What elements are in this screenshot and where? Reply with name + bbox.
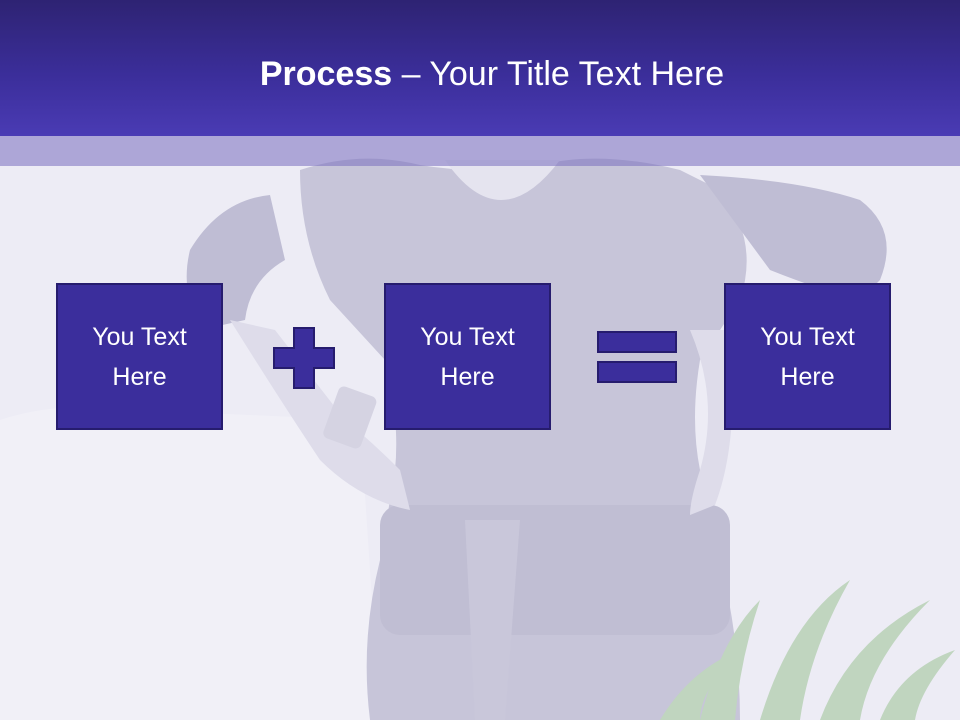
plus-icon xyxy=(273,327,335,389)
process-box-3-text: You Text Here xyxy=(760,322,855,391)
title-dash: – xyxy=(392,55,430,93)
process-box-3[interactable]: You Text Here xyxy=(724,283,891,430)
title-bar xyxy=(0,0,960,136)
title-bold: Process xyxy=(259,55,393,93)
process-box-1-text: You Text Here xyxy=(92,322,187,391)
process-box-1[interactable]: You Text Here xyxy=(56,283,223,430)
slide-title: Process – Your Title Text Here xyxy=(0,52,960,96)
title-underline-band xyxy=(0,136,960,166)
equals-icon xyxy=(597,331,677,383)
title-rest: Your Title Text Here xyxy=(429,55,725,93)
process-box-2-text: You Text Here xyxy=(420,322,515,391)
process-box-2[interactable]: You Text Here xyxy=(384,283,551,430)
